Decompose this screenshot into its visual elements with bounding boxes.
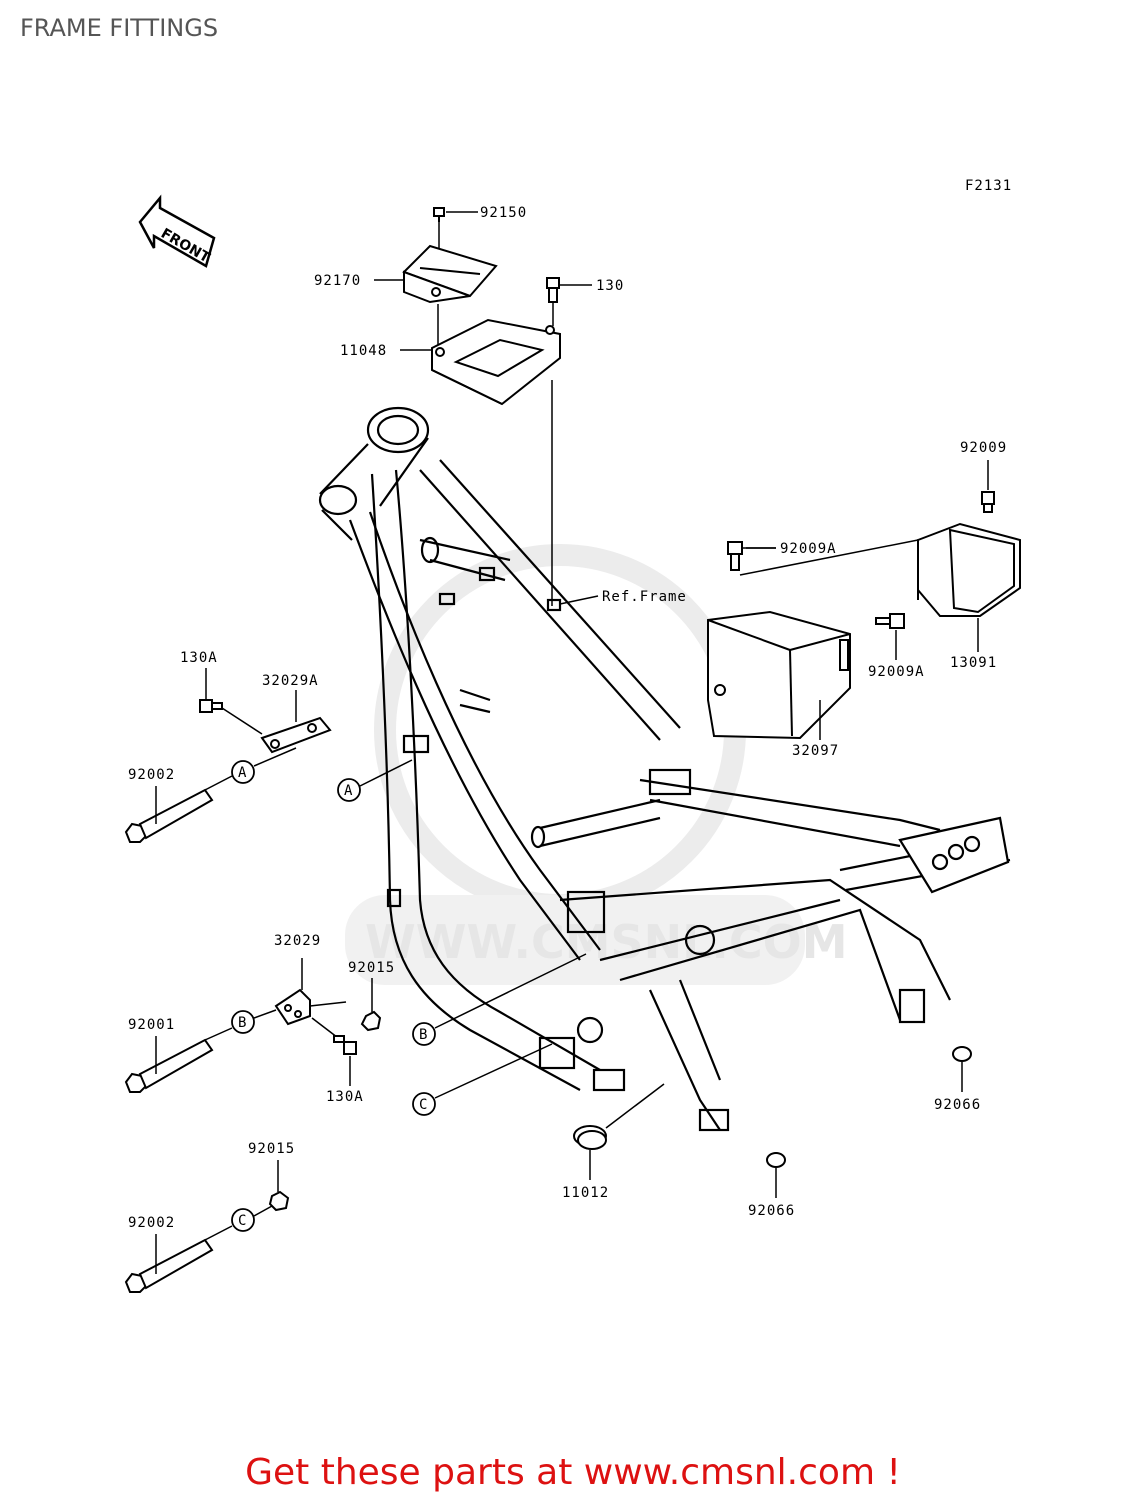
- part-32029A-bracket: [260, 716, 332, 754]
- callout-130A-top: 130A: [180, 650, 218, 666]
- part-11048-plate: [431, 318, 561, 406]
- callout-92150: 92150: [480, 205, 527, 221]
- front-arrow-icon: FRONT: [138, 194, 216, 268]
- callout-92002-top: 92002: [128, 767, 175, 783]
- figure-id: F2131: [965, 178, 1012, 194]
- part-13091-cover: [917, 522, 1021, 617]
- callout-92066-right: 92066: [934, 1097, 981, 1113]
- part-92170-bracket: [402, 244, 498, 304]
- callout-32097: 32097: [792, 743, 839, 759]
- callout-130A-bottom: 130A: [326, 1089, 364, 1105]
- callout-92170: 92170: [314, 273, 361, 289]
- callout-32029: 32029: [274, 933, 321, 949]
- part-92002-bolt-bottom: [124, 1238, 214, 1293]
- marker-C-frame: C: [419, 1097, 428, 1113]
- part-11012-grommet: [573, 1125, 607, 1150]
- part-92001-bolt: [124, 1038, 214, 1093]
- part-92009A-bolt-side: [875, 613, 905, 629]
- part-92009A-bolt-top: [727, 541, 743, 571]
- part-32097-box: [707, 610, 851, 740]
- frame-outline: [318, 406, 1011, 1132]
- part-92002-bolt-top: [124, 788, 214, 843]
- callout-92001: 92001: [128, 1017, 175, 1033]
- part-92015-nut-mid: [360, 1010, 382, 1032]
- callout-92015-mid: 92015: [348, 960, 395, 976]
- callout-92009A-side: 92009A: [868, 664, 925, 680]
- callout-32029A: 32029A: [262, 673, 319, 689]
- part-32029-bracket: [274, 988, 311, 1026]
- marker-A-left: A: [238, 765, 247, 781]
- part-130A-bolt-bottom: [333, 1035, 357, 1055]
- marker-A-frame: A: [344, 783, 353, 799]
- callout-13091: 13091: [950, 655, 997, 671]
- marker-B-frame: B: [419, 1027, 428, 1043]
- callout-130: 130: [596, 278, 624, 294]
- part-92066-cap-bottom: [766, 1152, 786, 1168]
- callout-92015-bottom: 92015: [248, 1141, 295, 1157]
- callout-11048: 11048: [340, 343, 387, 359]
- callout-11012: 11012: [562, 1185, 609, 1201]
- watermark-text: WWW.CMSNL.COM: [365, 915, 848, 969]
- callout-92009: 92009: [960, 440, 1007, 456]
- part-92009-bolt: [981, 491, 995, 513]
- part-130A-bolt-top: [199, 699, 223, 713]
- page-title: FRAME FITTINGS: [20, 14, 219, 42]
- part-92150-bolt: [433, 207, 445, 222]
- marker-B-left: B: [238, 1015, 247, 1031]
- frame-fittings-diagram: WWW.CMSNL.COM F2131 FRONT: [124, 178, 1021, 1293]
- ref-frame-label: Ref.Frame: [602, 589, 687, 605]
- footer-link[interactable]: Get these parts at www.cmsnl.com !: [245, 1452, 901, 1493]
- marker-C-left: C: [238, 1213, 247, 1229]
- callout-92066-bottom: 92066: [748, 1203, 795, 1219]
- part-130-bolt: [546, 277, 560, 303]
- part-92066-cap-right: [952, 1046, 972, 1062]
- part-92015-nut-bottom: [268, 1190, 290, 1212]
- callout-92009A-top: 92009A: [780, 541, 837, 557]
- callout-92002-bottom: 92002: [128, 1215, 175, 1231]
